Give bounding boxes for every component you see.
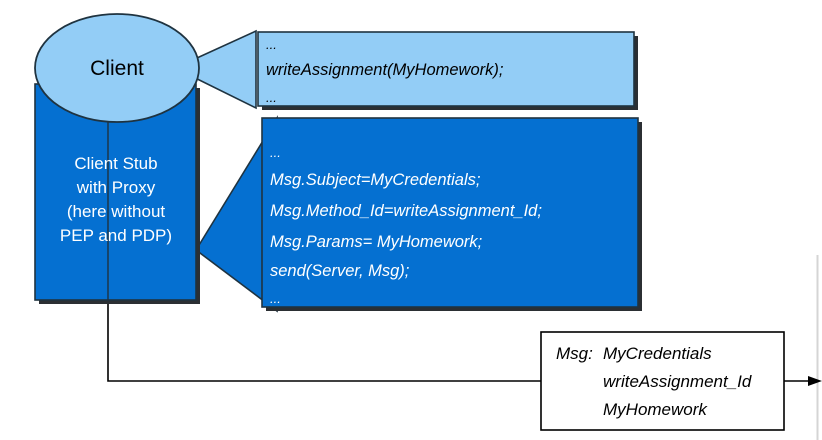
client-stub-body <box>34 83 197 301</box>
outgoing-message-arrowhead <box>808 376 822 386</box>
client-stub-label-line-2: with Proxy <box>76 178 156 197</box>
client-node-label: Client <box>90 57 144 80</box>
message-box-field-method-id: writeAssignment_Id <box>603 372 752 391</box>
client-stub-label-line-3: (here without <box>66 202 166 221</box>
application-callout-line-1: ... <box>266 37 277 52</box>
application-callout-line-2: writeAssignment(MyHomework); <box>266 61 504 79</box>
client-ellipse-shape[interactable] <box>34 13 200 123</box>
message-flow-connector <box>107 300 541 382</box>
client-stub-label-line-4: PEP and PDP) <box>59 226 173 245</box>
message-box-frame[interactable] <box>540 331 785 431</box>
application-callout-line-3: ... <box>266 90 277 105</box>
stub-callout-line-3: Msg.Method_Id=writeAssignment_Id; <box>270 202 542 220</box>
stub-callout-box[interactable] <box>261 117 639 308</box>
stub-callout-line-4: Msg.Params= MyHomework; <box>270 233 483 251</box>
application-callout-box[interactable] <box>257 31 635 107</box>
client-stub-label-line-1: Client Stub <box>74 154 158 173</box>
stub-callout-line-2: Msg.Subject=MyCredentials; <box>270 171 481 189</box>
message-box-label: Msg: <box>556 344 593 363</box>
message-box-field-subject: MyCredentials <box>603 344 712 363</box>
stub-callout-line-1: ... <box>270 145 281 160</box>
stub-callout-line-5: send(Server, Msg); <box>270 262 410 280</box>
message-box-field-params: MyHomework <box>603 400 707 419</box>
stub-callout-line-6: ... <box>270 291 281 306</box>
application-callout-tail <box>173 29 257 110</box>
